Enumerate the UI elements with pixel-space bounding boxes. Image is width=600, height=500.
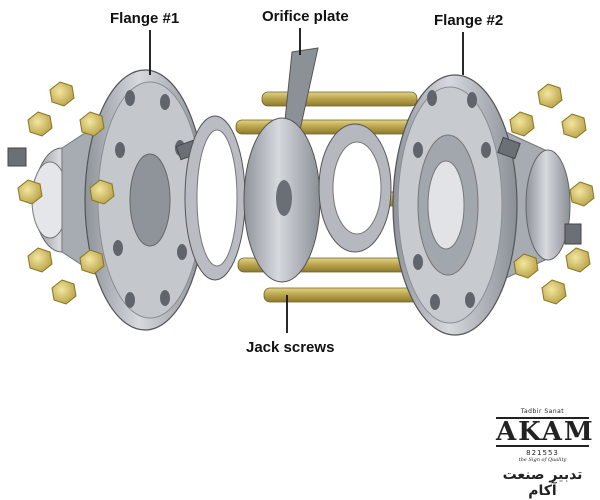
label-jack-screws: Jack screws: [246, 339, 335, 356]
hex-nut: [565, 247, 591, 273]
hex-nut: [541, 279, 567, 305]
bolt-hole: [125, 292, 135, 308]
bolt-hole: [115, 142, 125, 158]
bolt-hole: [413, 254, 423, 270]
akam-logo: Tadbir Sanat AKAM 821553 the Sign of Qua…: [490, 408, 595, 499]
bolt-hole: [113, 240, 123, 256]
stud-bolt: [263, 287, 425, 303]
bolt-hole: [481, 142, 491, 158]
bolt-hole: [160, 94, 170, 110]
bolt-hole: [430, 294, 440, 310]
bolt-hole: [427, 90, 437, 106]
leader-lines: [149, 28, 464, 333]
hex-nut: [17, 179, 43, 205]
hex-nut: [513, 253, 539, 279]
logo-brand: AKAM: [496, 417, 595, 447]
bolt-hole: [465, 292, 475, 308]
label-orifice-plate: Orifice plate: [262, 8, 349, 25]
label-flange-2: Flange #2: [434, 12, 504, 29]
logo-top-text: Tadbir Sanat: [520, 408, 565, 415]
nuts-left: [17, 81, 115, 305]
hex-nut: [51, 279, 77, 305]
hex-nut: [537, 83, 563, 109]
hex-nut: [27, 247, 53, 273]
hex-nut: [89, 179, 115, 205]
flange-2: [392, 74, 582, 336]
logo-slogan: the Sign of Quality: [518, 457, 567, 463]
hex-nut: [79, 111, 105, 137]
bolt-hole: [160, 290, 170, 306]
hex-nut: [49, 81, 75, 107]
gasket-ring: [184, 115, 246, 281]
label-flange-1: Flange #1: [110, 10, 180, 27]
bolt-hole: [413, 142, 423, 158]
bolt-hole: [125, 90, 135, 106]
hex-nut: [27, 111, 53, 137]
hex-nut: [509, 111, 535, 137]
bolt-hole: [467, 92, 477, 108]
bolt-hole: [177, 244, 187, 260]
gasket-ring: [318, 123, 392, 253]
hex-nut: [561, 113, 587, 139]
hex-nut: [79, 249, 105, 275]
orifice-plate: [243, 47, 321, 283]
nuts-right: [509, 83, 595, 305]
logo-code: 821553: [526, 449, 559, 457]
logo-persian-text: تدبیر صنعت آکام: [502, 467, 583, 499]
stud-bolt: [261, 91, 418, 107]
hex-nut: [569, 181, 595, 207]
